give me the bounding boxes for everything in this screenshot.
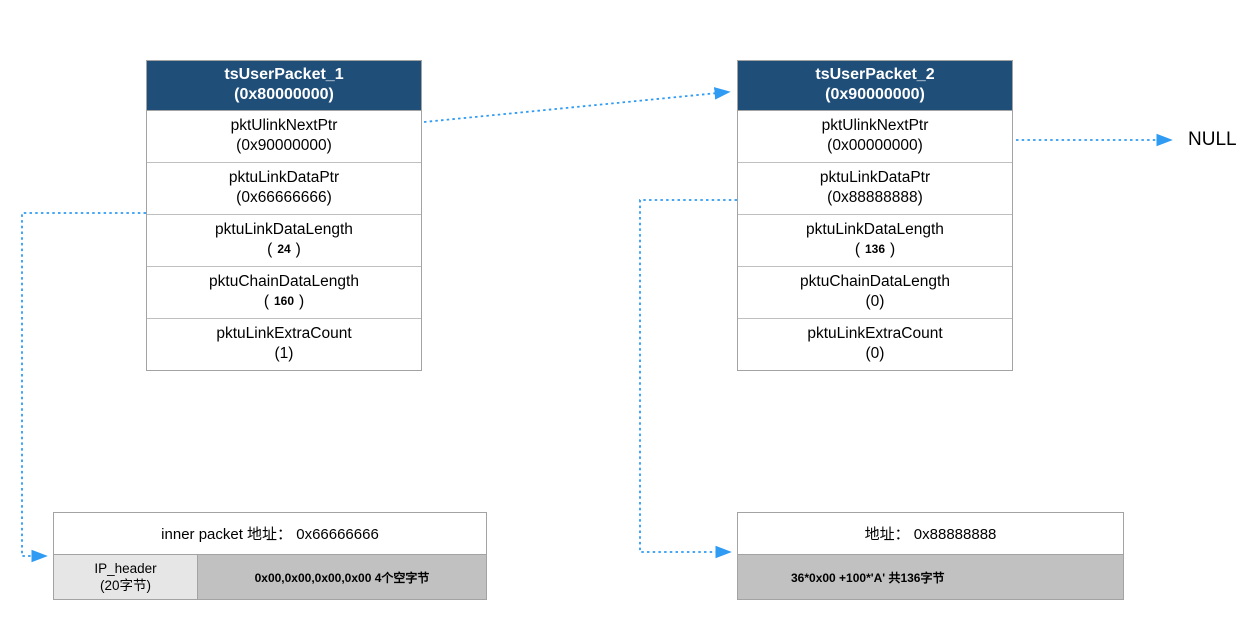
data-buffer-bytes-cell: 36*0x00 +100*'A' 共136字节 bbox=[738, 555, 1123, 599]
packet-1-address: (0x80000000) bbox=[234, 86, 334, 103]
field-label: pktuLinkExtraCount bbox=[216, 325, 352, 342]
packet-2-field-pktuChainDataLength: pktuChainDataLength (0) bbox=[738, 267, 1012, 319]
data-buffer-title: 地址： 0x88888888 bbox=[738, 513, 1123, 555]
data-buffer: 地址： 0x88888888 36*0x00 +100*'A' 共136字节 bbox=[737, 512, 1124, 600]
field-label: pktUlinkNextPtr bbox=[230, 117, 338, 134]
field-value: (24) bbox=[267, 241, 301, 258]
inner-packet-buffer: inner packet 地址： 0x66666666 IP_header (2… bbox=[53, 512, 487, 600]
packet-1-field-pktUlinkNextPtr: pktUlinkNextPtr (0x90000000) bbox=[147, 111, 421, 163]
field-label: pktuLinkDataLength bbox=[215, 221, 353, 238]
packet-2-field-pktUlinkNextPtr: pktUlinkNextPtr (0x00000000) bbox=[738, 111, 1012, 163]
field-value: (0x66666666) bbox=[236, 189, 332, 206]
packet-table-1: tsUserPacket_1 (0x80000000) pktUlinkNext… bbox=[146, 60, 422, 371]
field-value: (0) bbox=[865, 293, 885, 310]
null-label: NULL bbox=[1188, 129, 1237, 150]
field-number: 24 bbox=[277, 242, 291, 256]
field-label: pktuChainDataLength bbox=[209, 273, 359, 290]
ip-header-label: IP_header bbox=[94, 561, 157, 576]
packet-2-header: tsUserPacket_2 (0x90000000) bbox=[738, 61, 1012, 111]
field-label: pktuLinkDataPtr bbox=[228, 169, 340, 186]
arrow-next-ptr-1-to-packet-2 bbox=[423, 87, 731, 123]
arrow-data-ptr-2-to-buffer bbox=[639, 199, 737, 559]
field-label: pktuLinkDataPtr bbox=[819, 169, 931, 186]
field-value: (136) bbox=[854, 241, 896, 258]
ip-header-cell: IP_header (20字节) bbox=[54, 555, 198, 599]
packet-1-field-pktuLinkDataLength: pktuLinkDataLength (24) bbox=[147, 215, 421, 267]
packet-2-field-pktuLinkDataLength: pktuLinkDataLength (136) bbox=[738, 215, 1012, 267]
packet-table-2: tsUserPacket_2 (0x90000000) pktUlinkNext… bbox=[737, 60, 1013, 371]
field-value: (160) bbox=[263, 293, 305, 310]
field-number: 136 bbox=[864, 242, 886, 256]
field-label: pktuChainDataLength bbox=[800, 273, 950, 290]
field-label: pktUlinkNextPtr bbox=[821, 117, 929, 134]
field-value: (0x88888888) bbox=[827, 189, 923, 206]
field-label: pktuLinkDataLength bbox=[806, 221, 944, 238]
field-value: (0x90000000) bbox=[236, 137, 332, 154]
ip-header-size: (20字节) bbox=[99, 578, 151, 593]
field-number: 160 bbox=[273, 294, 295, 308]
packet-1-field-pktuChainDataLength: pktuChainDataLength (160) bbox=[147, 267, 421, 319]
packet-2-field-pktuLinkExtraCount: pktuLinkExtraCount (0) bbox=[738, 319, 1012, 370]
packet-1-field-pktuLinkExtraCount: pktuLinkExtraCount (1) bbox=[147, 319, 421, 370]
packet-1-field-pktuLinkDataPtr: pktuLinkDataPtr (0x66666666) bbox=[147, 163, 421, 215]
inner-packet-buffer-body: IP_header (20字节) 0x00,0x00,0x00,0x00 4个空… bbox=[54, 555, 486, 599]
packet-1-header: tsUserPacket_1 (0x80000000) bbox=[147, 61, 421, 111]
packet-2-field-pktuLinkDataPtr: pktuLinkDataPtr (0x88888888) bbox=[738, 163, 1012, 215]
field-label: pktuLinkExtraCount bbox=[807, 325, 943, 342]
data-buffer-body: 36*0x00 +100*'A' 共136字节 bbox=[738, 555, 1123, 599]
field-value: (0) bbox=[865, 345, 885, 362]
inner-packet-buffer-title: inner packet 地址： 0x66666666 bbox=[54, 513, 486, 555]
packet-1-title: tsUserPacket_1 bbox=[224, 66, 344, 83]
field-value: (0x00000000) bbox=[827, 137, 923, 154]
packet-2-title: tsUserPacket_2 bbox=[815, 66, 935, 83]
field-value: (1) bbox=[274, 345, 294, 362]
arrow-data-ptr-1-to-buffer bbox=[21, 212, 146, 563]
packet-2-address: (0x90000000) bbox=[825, 86, 925, 103]
inner-packet-bytes-cell: 0x00,0x00,0x00,0x00 4个空字节 bbox=[198, 555, 486, 599]
